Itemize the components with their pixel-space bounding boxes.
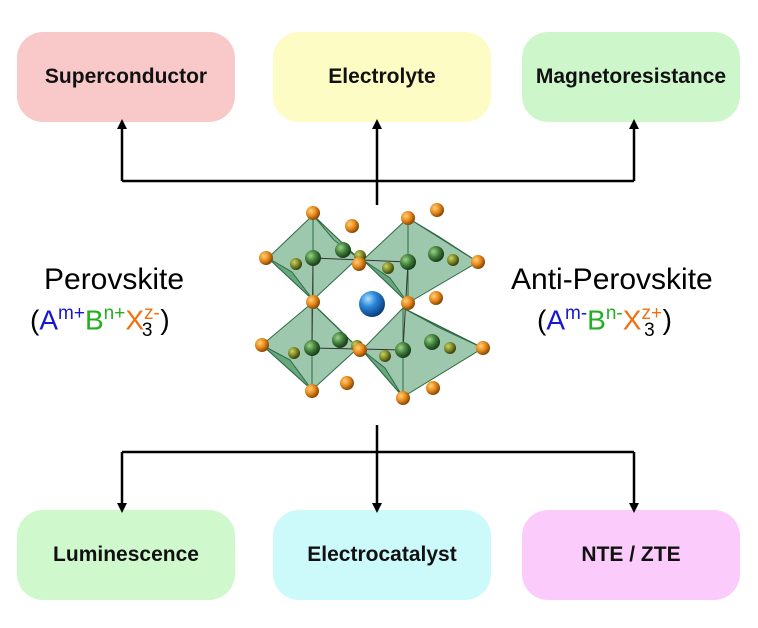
perovskite-x-count: 3: [141, 319, 153, 341]
anti-perovskite-formula: (Am-Bn-Xz+3): [537, 304, 672, 340]
perovskite-a-symbol: A: [39, 304, 59, 336]
anti-perovskite-a-charge: m-: [565, 303, 588, 324]
anti-perovskite-title: Anti-Perovskite: [511, 263, 713, 296]
perovskite-b-symbol: B: [84, 304, 104, 336]
anti-perovskite-close-paren: ): [662, 304, 672, 336]
electrocatalyst-box: Electrocatalyst: [273, 510, 491, 600]
anti-perovskite-x-charge: z+: [641, 303, 663, 324]
perovskite-b-charge: n+: [103, 303, 126, 324]
electrolyte-box: Electrolyte: [273, 32, 491, 122]
luminescence-label: Luminescence: [53, 543, 199, 566]
anti-perovskite-a-symbol: A: [546, 304, 566, 336]
electrocatalyst-label: Electrocatalyst: [307, 543, 457, 566]
perovskite-close-paren: ): [160, 304, 170, 336]
octahedron-top-right: [362, 216, 479, 305]
a-site-center-atom: [359, 291, 385, 317]
magnetoresistance-box: Magnetoresistance: [522, 32, 740, 122]
perovskite-formula: (Am+Bn+Xz-3): [30, 304, 170, 340]
perovskite-x-symbol: X: [125, 304, 144, 336]
perovskite-open-paren: (: [30, 304, 40, 336]
anti-perovskite-b-symbol: B: [587, 304, 606, 336]
anti-perovskite-b-charge: n-: [605, 303, 623, 324]
luminescence-box: Luminescence: [17, 510, 235, 600]
perovskite-a-charge: m+: [58, 303, 85, 324]
nte-zte-box: NTE / ZTE: [522, 510, 740, 600]
nte-zte-label: NTE / ZTE: [581, 543, 681, 566]
b-site-atoms: [304, 242, 444, 358]
anti-perovskite-x-symbol: X: [622, 304, 642, 336]
electrolyte-label: Electrolyte: [328, 65, 436, 88]
anti-perovskite-x-count: 3: [644, 319, 655, 341]
perovskite-title: Perovskite: [44, 263, 185, 296]
perovskite-structure-image: [255, 203, 490, 405]
superconductor-label: Superconductor: [44, 65, 208, 88]
x-site-atoms: [255, 203, 490, 405]
superconductor-box: Superconductor: [17, 32, 235, 122]
bottom-connector: [117, 425, 639, 513]
anti-perovskite-open-paren: (: [537, 304, 547, 336]
top-connector: [117, 119, 639, 205]
magnetoresistance-label: Magnetoresistance: [535, 65, 727, 88]
perovskite-x-charge: z-: [144, 303, 160, 324]
